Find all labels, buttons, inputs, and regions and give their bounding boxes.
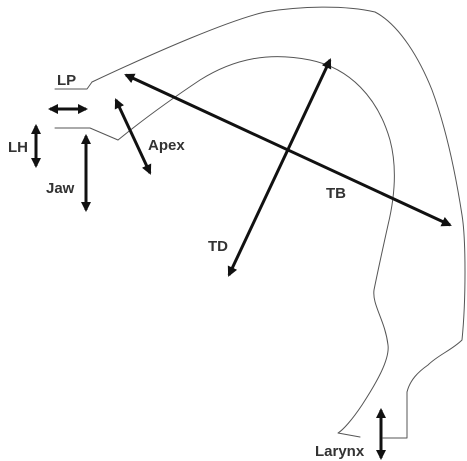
apex-label: Apex	[148, 137, 185, 154]
palate-pharynx-wall-outline	[91, 6, 466, 439]
larynx-label: Larynx	[315, 443, 365, 460]
apex-arrow	[114, 98, 152, 175]
td-label: TD	[208, 238, 228, 255]
jaw-label: Jaw	[46, 180, 75, 197]
lh-label: LH	[8, 139, 28, 156]
tongue-outline	[117, 56, 395, 438]
upper-lip-line	[54, 81, 93, 90]
td-arrow	[227, 58, 332, 277]
lp-label: LP	[57, 72, 76, 89]
tb-label: TB	[326, 185, 346, 202]
lower-lip-line	[54, 127, 119, 141]
